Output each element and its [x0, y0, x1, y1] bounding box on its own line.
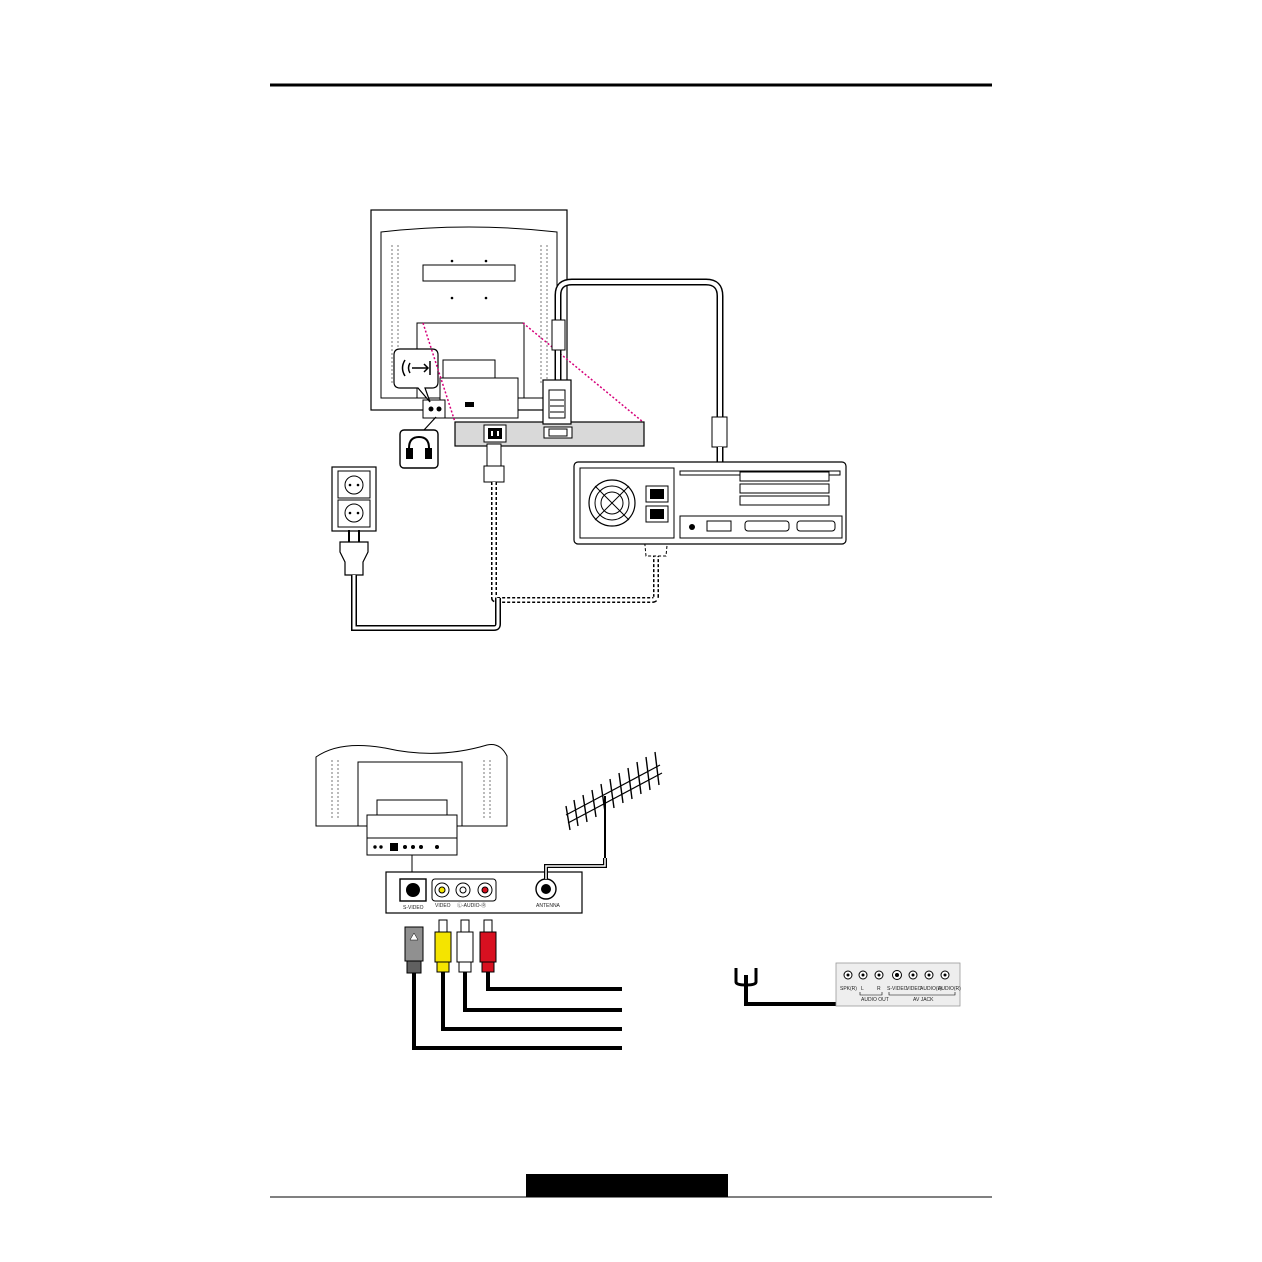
- av-label-l: L: [861, 986, 864, 992]
- cooling-fan-icon: [588, 479, 636, 527]
- pc-back: [573, 461, 847, 545]
- headphone-callout: [399, 416, 439, 469]
- av-label-spk: SPK(R): [840, 986, 857, 992]
- av-label-r: R: [877, 986, 881, 992]
- headphone-icon: [406, 435, 432, 459]
- wall-outlet-icon: [331, 466, 377, 532]
- monitor-back-av: [315, 744, 508, 872]
- av-label-video: VIDEO: [906, 986, 922, 992]
- av-port-panel: S-VIDEO VIDEO Ⓛ-AUDIO-Ⓡ ANTENNA: [385, 871, 583, 914]
- zoom-guide-lines: [422, 322, 644, 423]
- av-label-av-jack: AV JACK: [913, 997, 934, 1003]
- audio-left-plug: [456, 919, 474, 973]
- monitor-port-panel: [454, 421, 645, 447]
- port-label-audio: Ⓛ-AUDIO-Ⓡ: [457, 902, 486, 909]
- antenna-feed-cable: [734, 968, 874, 1006]
- port-label-video: VIDEO: [435, 903, 451, 909]
- svideo-plug: [404, 926, 424, 974]
- tv-antenna-icon: [544, 751, 663, 879]
- audio-input-callout: [393, 348, 439, 403]
- power-plug-icon: [339, 530, 501, 631]
- av-label-audio-out: AUDIO OUT: [861, 997, 889, 1003]
- av-label-s-video: S-VIDEO: [887, 986, 908, 992]
- audio-right-plug: [479, 919, 497, 973]
- video-plug: [434, 919, 452, 973]
- port-label-s-video: S-VIDEO: [403, 905, 424, 911]
- port-label-antenna: ANTENNA: [536, 903, 561, 909]
- monitor-power-cord: [483, 443, 669, 603]
- av-label-audio-r: AUDIO(R): [938, 986, 961, 992]
- av-label-audio-l: AUDIO(L): [920, 986, 942, 992]
- page-number-tab: [526, 1174, 728, 1197]
- av-cables: [412, 972, 622, 1050]
- av-jack-panel: SPK(R) L R S-VIDEO VIDEO AUDIO(L) AUDIO(…: [835, 962, 961, 1007]
- audio-input-icon: [401, 359, 431, 377]
